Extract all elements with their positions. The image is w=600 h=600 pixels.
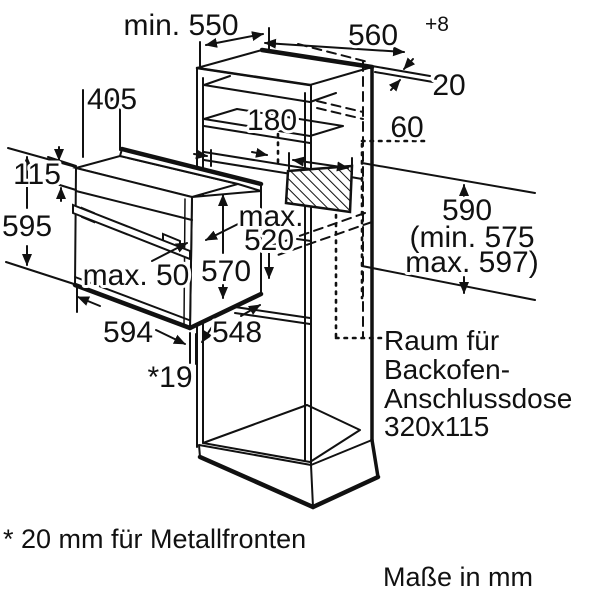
dim-max520-value: 520 — [244, 224, 294, 257]
oven-bottom-edge — [72, 282, 193, 331]
dim-594-line-left — [77, 296, 101, 307]
oven-drawing — [72, 146, 264, 331]
dim-115-label: 115 — [13, 158, 61, 191]
dim-590-min-label: (min. 575 — [409, 221, 534, 254]
dim-max50-leader — [151, 242, 188, 262]
dim-595-ext — [5, 147, 77, 285]
dim-max50-label: max. 50 — [83, 259, 190, 292]
dim-560-label: 560 — [348, 19, 398, 52]
dim-594-line-right — [155, 329, 186, 345]
handle-bar — [72, 203, 191, 261]
control-panel-line — [75, 190, 193, 221]
dim-520-leader — [205, 222, 241, 241]
lower-compartment-floor — [202, 404, 361, 463]
dim-180-arrow-a — [193, 149, 208, 160]
dim-595-label: 595 — [2, 210, 52, 243]
dim-115-ext — [47, 156, 77, 191]
plinth-right-edge — [370, 438, 380, 479]
dim-min550-arrow — [205, 31, 264, 48]
dim-20-arrow-b — [388, 79, 401, 92]
cabinet-top-front-edge — [195, 66, 312, 87]
dim-520-dash — [296, 238, 312, 242]
dim-20-lines — [371, 65, 434, 83]
dim-548-label: 548 — [212, 316, 262, 349]
socket-note-line4: 320x115 — [384, 411, 489, 442]
dim-19-label: *19 — [147, 361, 192, 394]
dimension-lines — [5, 27, 536, 365]
dim-590-label: 590 — [442, 194, 492, 227]
dim-320-ticks — [288, 152, 353, 175]
shelf — [203, 108, 344, 144]
dim-320-arrow — [292, 156, 349, 172]
door-frame-inner-line — [183, 198, 186, 326]
dim-19-ticks — [189, 332, 197, 365]
dim-180-arrow-b — [251, 147, 268, 158]
hidden-niche-floor-edges — [267, 212, 373, 257]
plinth-bottom-edge — [197, 454, 381, 510]
hidden-shelf-edges — [316, 100, 364, 120]
door-bottom-line — [74, 276, 190, 321]
dim-405-ticks — [82, 89, 121, 158]
oven-lip-top-edge — [119, 146, 264, 187]
dim-405-arrow — [87, 96, 116, 108]
footnote-metal-fronts: * 20 mm für Metallfronten — [3, 524, 306, 554]
dimension-labels: min. 550 560 +8 20 405 115 595 max. 50 5… — [0, 6, 542, 397]
socket-note-line1: Raum für — [384, 325, 499, 356]
plinth-edges — [198, 439, 373, 508]
dim-590-ext — [361, 162, 536, 301]
cabinet-top-inner-edges — [203, 75, 337, 103]
socket-note-line3: Anschlussdose — [384, 383, 572, 414]
cabinet-drawing — [195, 43, 381, 510]
cabinet-right-stile — [304, 84, 312, 466]
dim-405-label: 405 — [87, 83, 137, 116]
niche-floor — [234, 306, 311, 325]
dim-60-label: 60 — [390, 111, 423, 144]
dim-590-max-label: max. 597) — [405, 246, 538, 279]
dim-20-label: 20 — [432, 69, 465, 102]
socket-note-line2: Backofen- — [384, 354, 510, 385]
dim-548-leader-a — [201, 326, 213, 343]
oven-bottom-right-edge — [187, 291, 264, 331]
dim-594-label: 594 — [103, 316, 153, 349]
dim-180-label: 180 — [247, 104, 297, 137]
dim-560-tolerance-label: +8 — [425, 13, 449, 36]
dim-max520-word: max. — [238, 200, 303, 233]
dim-20-arrow-a — [403, 57, 416, 70]
units-note: Maße in mm — [383, 562, 533, 592]
dim-570-label: 570 — [201, 255, 251, 288]
dim-min550-label: min. 550 — [123, 9, 238, 42]
dim-548-leader-b — [240, 304, 261, 317]
annotation-labels: Raum für Backofen- Anschlussdose 320x115… — [0, 322, 575, 595]
dim-560-arrow — [264, 38, 405, 57]
